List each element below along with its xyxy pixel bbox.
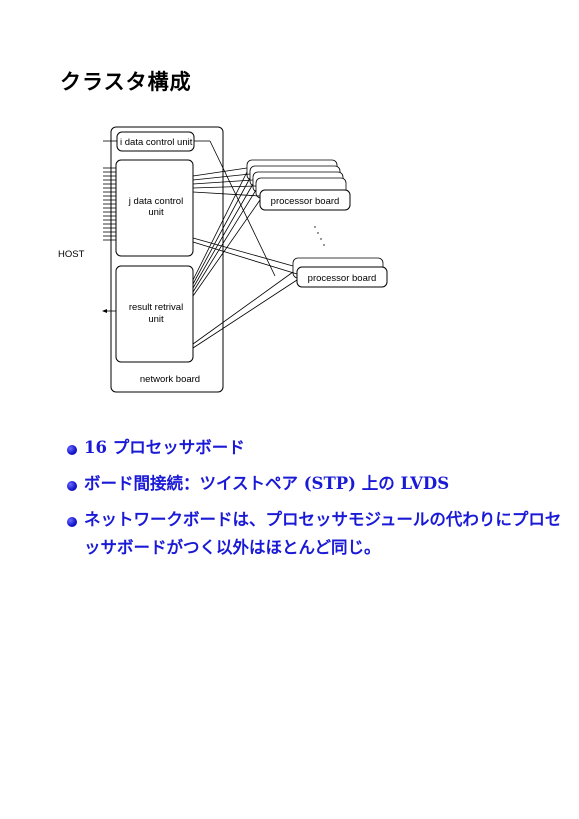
bullet-item-1: 16 プロセッサボード (64, 434, 564, 462)
bullet-text-2: ボード間接続：ツイストペア (STP) 上の LVDS (84, 474, 450, 493)
processor-board-1-label: processor board (271, 196, 340, 207)
bullet-item-2: ボード間接続：ツイストペア (STP) 上の LVDS (64, 470, 564, 498)
bullet-dot-icon (67, 481, 77, 491)
result-retrival-unit-box (115, 265, 194, 363)
host-input-lines (103, 140, 117, 312)
processor-board-2-box (296, 266, 388, 288)
bullet-text-1: 16 プロセッサボード (84, 438, 245, 457)
network-board-label: network board (140, 374, 200, 385)
host-label: HOST (58, 249, 85, 260)
processor-board-2-label: processor board (308, 273, 377, 284)
network-board-box (110, 126, 224, 393)
j-data-control-unit-label-1: j data control (128, 196, 183, 207)
bullet-dot-icon (67, 445, 77, 455)
i-data-control-unit-box (116, 131, 195, 152)
host-output-arrow (102, 309, 107, 313)
ellipsis-dots (314, 226, 325, 246)
result-retrival-unit-label-1: result retrival (129, 302, 183, 313)
j-data-control-unit-label-2: unit (148, 207, 164, 218)
page-title: クラスタ構成 (60, 70, 192, 94)
bullet-dot-icon (67, 517, 77, 527)
bullet-item-3: ネットワークボードは、プロセッサモジュールの代わりにプロセッサボードがつく以外は… (64, 506, 564, 562)
i-data-control-unit-label: i data control unit (120, 137, 193, 148)
bullet-list: 16 プロセッサボード ボード間接続：ツイストペア (STP) 上の LVDS … (64, 434, 564, 570)
bullet-text-3: ネットワークボードは、プロセッサモジュールの代わりにプロセッサボードがつく以外は… (84, 510, 562, 557)
interconnect-lines (192, 140, 298, 349)
result-retrival-unit-label-2: unit (148, 314, 164, 325)
